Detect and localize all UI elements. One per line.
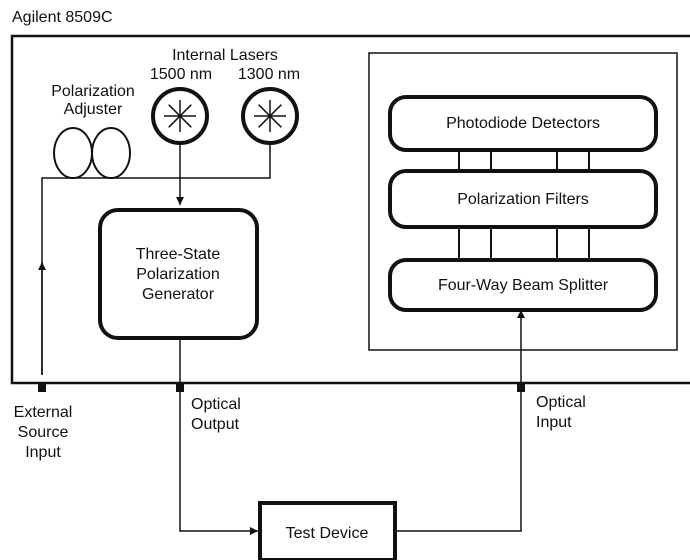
generator-label-line2: Polarization — [136, 266, 220, 283]
instrument-outline — [10, 34, 690, 385]
optical-input-port — [517, 383, 525, 392]
generator-box — [98, 208, 259, 340]
generator-label-line1: Three-State — [135, 246, 221, 263]
polarization-filters-box — [388, 169, 658, 229]
beam-splitter-label: Four-Way Beam Splitter — [437, 277, 609, 294]
polarization-adjuster-icon — [53, 127, 131, 179]
external-source-label-line1: External — [13, 404, 73, 421]
internal-lasers-label: Internal Lasers — [172, 47, 278, 64]
instrument-title: Agilent 8509C — [12, 9, 113, 26]
photodiode-detectors-box — [388, 95, 658, 152]
photodiode-detectors-label: Photodiode Detectors — [446, 115, 600, 132]
laser-1300-icon — [241, 87, 299, 145]
optical-output-port — [176, 383, 184, 392]
laser-1500-label: 1500 nm — [149, 66, 213, 83]
optical-output-label-line1: Optical — [191, 396, 241, 413]
laser-1300-label: 1300 nm — [237, 66, 301, 83]
fiber-test-device-to-splitter — [395, 310, 525, 532]
receiver-box — [368, 52, 678, 351]
external-source-label-line2: Source — [17, 424, 69, 441]
polarization-adjuster-label-line1: Polarization — [51, 83, 135, 100]
optical-output-label-line2: Output — [191, 416, 240, 433]
polarization-filters-label: Polarization Filters — [457, 191, 589, 208]
fiber-generator-to-test-device — [179, 338, 258, 535]
generator-label-line3: Generator — [141, 286, 215, 303]
test-device-box — [258, 501, 397, 560]
test-device-label: Test Device — [285, 525, 369, 542]
external-source-label-line3: Input — [25, 444, 61, 461]
laser-1500-icon — [151, 87, 209, 145]
detector-filter-links — [458, 150, 590, 171]
optical-input-label-line2: Input — [536, 414, 572, 431]
filter-splitter-links — [458, 227, 590, 260]
optical-input-label-line1: Optical — [536, 394, 586, 411]
external-source-port — [38, 383, 46, 392]
polarization-adjuster-label-line2: Adjuster — [63, 101, 123, 118]
